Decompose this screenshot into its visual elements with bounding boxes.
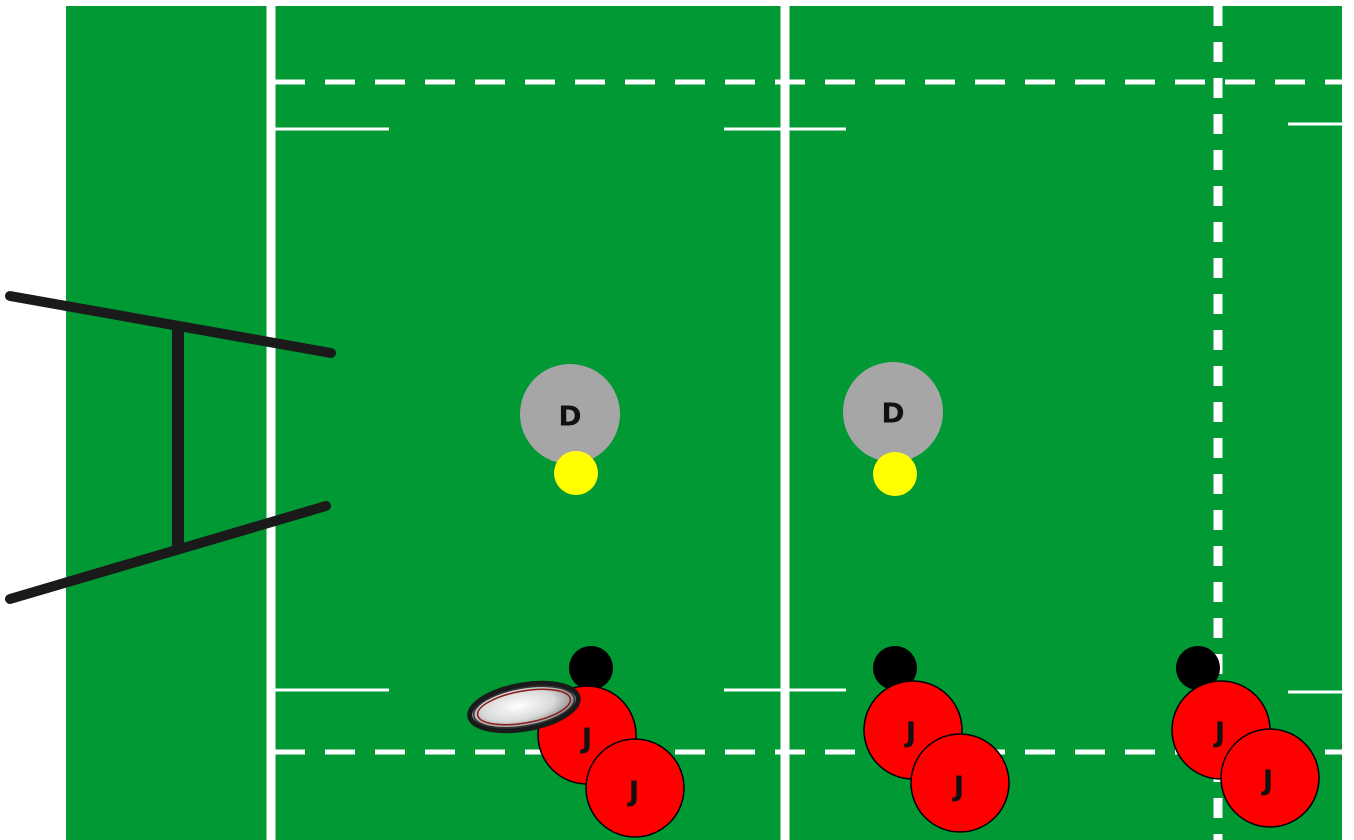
attacker-label: J xyxy=(1213,716,1225,749)
attacker-2: J xyxy=(586,739,684,837)
defender-label: D xyxy=(558,400,581,433)
defender-2: D xyxy=(843,362,943,462)
attacker-label: J xyxy=(1261,764,1273,797)
defender-label: D xyxy=(881,397,904,430)
attacker-label: J xyxy=(904,716,916,749)
cone-marker-icon xyxy=(873,452,917,496)
pitch xyxy=(66,6,1342,840)
attacker-label: J xyxy=(627,775,639,808)
cone-marker-icon xyxy=(569,646,613,690)
attacker-6: J xyxy=(1221,729,1319,827)
defender-1: D xyxy=(520,364,620,464)
attacker-label: J xyxy=(580,722,592,755)
attacker-label: J xyxy=(952,770,964,803)
attacker-4: J xyxy=(911,734,1009,832)
cone-marker-icon xyxy=(554,451,598,495)
